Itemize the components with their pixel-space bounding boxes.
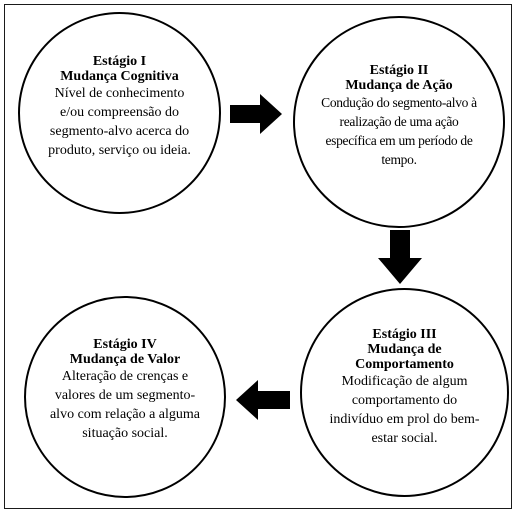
stage-1-label: Estágio I [92, 54, 147, 69]
stage-3-label: Estágio III [372, 327, 437, 342]
stage-3-description: Modificação de algum comportamento do in… [329, 374, 480, 446]
stage-1-circle: Estágio I Mudança Cognitiva Nível de con… [18, 12, 221, 214]
stage-1-name: Mudança Cognitiva [60, 69, 179, 84]
stage-2-label: Estágio II [369, 63, 429, 78]
stage-3-name: Mudança de Comportamento [355, 342, 454, 372]
stage-2-circle: Estágio II Mudança de Ação Condução do s… [293, 16, 505, 228]
diagram-frame [4, 4, 512, 509]
stage-4-label: Estágio IV [93, 337, 157, 352]
stage-2-name: Mudança de Ação [345, 78, 453, 93]
stage-2-description: Condução do segmento-alvo à realização d… [321, 95, 477, 167]
stage-4-description: Alteração de crenças e valores de um seg… [49, 369, 201, 441]
stage-3-circle: Estágio III Mudança de Comportamento Mod… [300, 288, 509, 497]
arrow-left-icon [236, 380, 290, 420]
arrow-right-icon [230, 94, 282, 134]
stage-4-circle: Estágio IV Mudança de Valor Alteração de… [24, 296, 226, 498]
arrow-down-icon [378, 230, 422, 284]
stage-1-description: Nível de conhecimento e/ou compreensão d… [48, 86, 191, 158]
stage-4-name: Mudança de Valor [69, 352, 181, 367]
